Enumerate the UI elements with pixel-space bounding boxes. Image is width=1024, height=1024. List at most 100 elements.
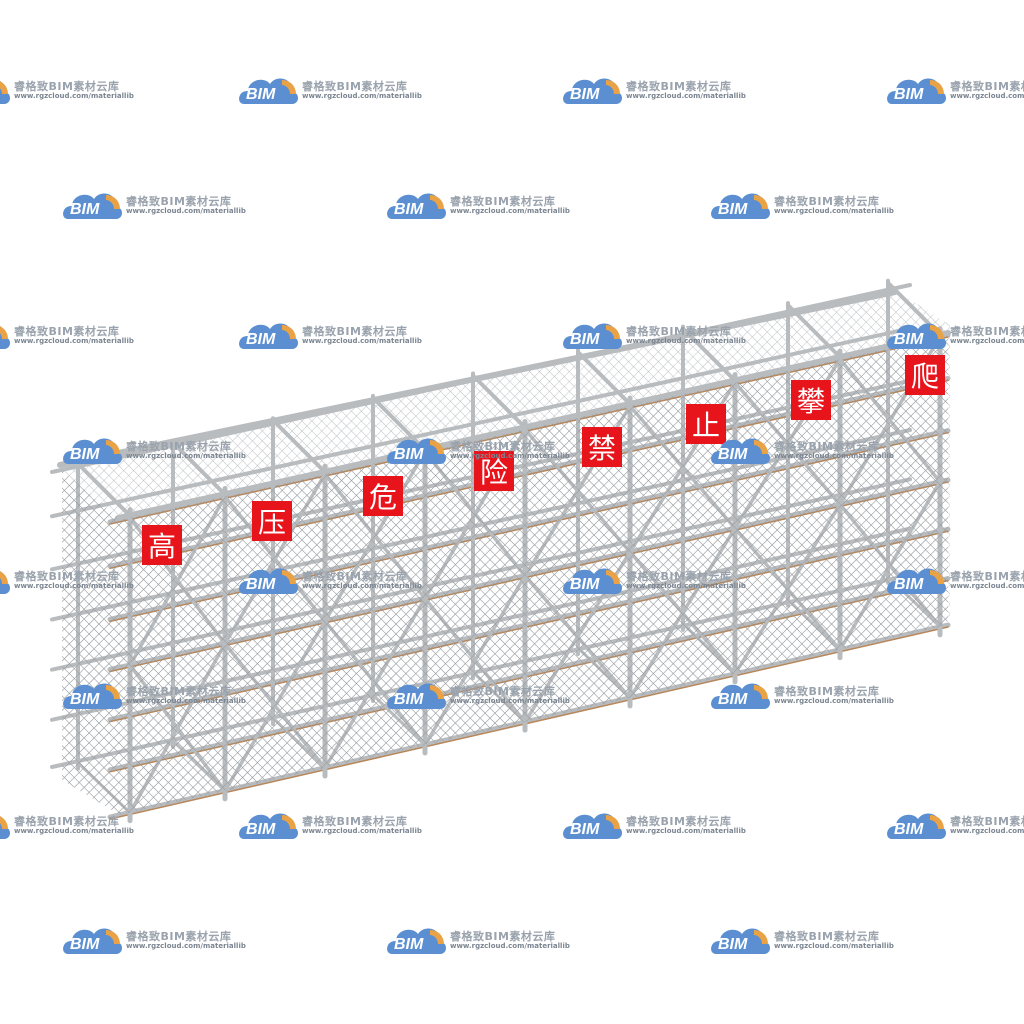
watermark-url: www.rgzcloud.com/materiallib [774, 697, 894, 705]
watermark-url: www.rgzcloud.com/materiallib [302, 582, 422, 590]
watermark-bim-text: BIM [246, 331, 276, 348]
bim-cloud-icon [0, 816, 10, 839]
top-rail-front [115, 330, 951, 521]
watermark-title: 睿格致BIM素材云库 [126, 685, 232, 698]
watermark-url: www.rgzcloud.com/materiallib [14, 337, 134, 345]
watermark-title: 睿格致BIM素材云库 [626, 80, 732, 93]
bim-cloud-icon [239, 813, 298, 839]
watermark-title: 睿格致BIM素材云库 [950, 325, 1024, 338]
watermark-url: www.rgzcloud.com/materiallib [126, 452, 246, 460]
back-ledger [50, 326, 912, 519]
bim-cloud-icon [239, 568, 298, 594]
watermark-bim-text: BIM [70, 446, 100, 463]
watermark-url: www.rgzcloud.com/materiallib [126, 697, 246, 705]
watermark-bim-text: BIM [570, 331, 600, 348]
watermark-title: 睿格致BIM素材云库 [950, 80, 1024, 93]
bim-cloud-icon [711, 683, 770, 709]
watermark-title: 睿格致BIM素材云库 [126, 195, 232, 208]
watermark-title: 睿格致BIM素材云库 [126, 930, 232, 943]
top-transom [786, 303, 842, 360]
watermark-bim-text: BIM [70, 201, 100, 218]
watermark-url: www.rgzcloud.com/materiallib [626, 582, 746, 590]
watermark-url: www.rgzcloud.com/materiallib [450, 452, 570, 460]
bim-cloud-icon [63, 683, 122, 709]
top-transom [471, 373, 527, 430]
watermark-bim-text: BIM [246, 86, 276, 103]
watermark-title: 睿格致BIM素材云库 [302, 325, 408, 338]
watermark-url: www.rgzcloud.com/materiallib [302, 827, 422, 835]
watermark-url: www.rgzcloud.com/materiallib [450, 697, 570, 705]
bim-cloud-icon [0, 326, 10, 349]
bim-cloud-icon [711, 193, 770, 219]
watermark-bim-text: BIM [894, 331, 924, 348]
watermark-bim-text: BIM [394, 201, 424, 218]
top-transom [271, 418, 327, 475]
bim-cloud-icon [239, 323, 298, 349]
watermark-url: www.rgzcloud.com/materiallib [950, 337, 1024, 345]
bim-cloud-icon [387, 193, 446, 219]
bim-cloud-icon [63, 928, 122, 954]
watermark-logo: BIM睿格致BIM素材云库www.rgzcloud.com/materialli… [0, 70, 140, 110]
watermark-url: www.rgzcloud.com/materiallib [450, 207, 570, 215]
top-transom [171, 440, 227, 497]
watermark-bim-text: BIM [246, 821, 276, 838]
watermark-title: 睿格致BIM素材云库 [302, 815, 408, 828]
bim-cloud-icon [711, 928, 770, 954]
watermark-title: 睿格致BIM素材云库 [450, 930, 556, 943]
warning-sign-6: 止 [686, 404, 726, 444]
warning-sign-1: 高 [142, 525, 182, 565]
watermark-bim-text: BIM [894, 86, 924, 103]
watermark-logo: BIM睿格致BIM素材云库www.rgzcloud.com/materialli… [886, 805, 1024, 845]
bim-cloud-icon [563, 78, 622, 104]
watermark-bim-text: BIM [394, 691, 424, 708]
top-transom [576, 350, 632, 407]
watermark-bim-text: BIM [894, 821, 924, 838]
bim-cloud-icon [387, 683, 446, 709]
watermark-title: 睿格致BIM素材云库 [626, 570, 732, 583]
watermark-title: 睿格致BIM素材云库 [14, 815, 120, 828]
watermark-bim-text: BIM [246, 576, 276, 593]
watermark-title: 睿格致BIM素材云库 [126, 440, 232, 453]
bim-cloud-icon [387, 928, 446, 954]
watermark-logo: BIM睿格致BIM素材云库www.rgzcloud.com/materialli… [0, 315, 140, 355]
watermark-title: 睿格致BIM素材云库 [14, 325, 120, 338]
watermark-logo: BIM睿格致BIM素材云库www.rgzcloud.com/materialli… [0, 805, 140, 845]
top-transom [681, 326, 737, 383]
bim-cloud-icon [387, 438, 446, 464]
watermark-url: www.rgzcloud.com/materiallib [126, 942, 246, 950]
watermark-url: www.rgzcloud.com/materiallib [14, 582, 134, 590]
watermark-title: 睿格致BIM素材云库 [774, 440, 880, 453]
bim-cloud-icon [711, 438, 770, 464]
watermark-url: www.rgzcloud.com/materiallib [774, 207, 894, 215]
watermark-url: www.rgzcloud.com/materiallib [302, 92, 422, 100]
watermark-bim-text: BIM [718, 446, 748, 463]
watermark-url: www.rgzcloud.com/materiallib [14, 827, 134, 835]
watermark-url: www.rgzcloud.com/materiallib [450, 942, 570, 950]
watermark-bim-text: BIM [718, 201, 748, 218]
bim-cloud-icon [63, 438, 122, 464]
warning-sign-3: 危 [363, 476, 403, 516]
top-transom [371, 395, 427, 452]
left-mesh-panel [62, 470, 120, 815]
top-transom [76, 461, 132, 518]
watermark-url: www.rgzcloud.com/materiallib [774, 942, 894, 950]
warning-sign-5: 禁 [582, 427, 622, 467]
watermark-title: 睿格致BIM素材云库 [302, 570, 408, 583]
watermark-logo: BIM睿格致BIM素材云库www.rgzcloud.com/materialli… [886, 70, 1024, 110]
bim-cloud-icon [0, 81, 10, 104]
bim-cloud-icon [563, 813, 622, 839]
